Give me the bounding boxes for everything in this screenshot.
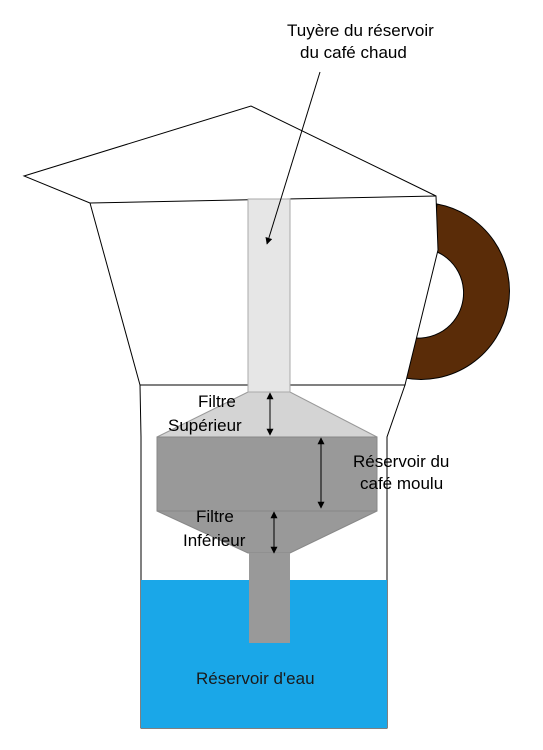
hot-coffee-nozzle <box>247 198 291 393</box>
upper-chamber <box>22 105 439 386</box>
ground-coffee-label-line1: Réservoir du <box>353 452 449 471</box>
lower-filter-label-line1: Filtre <box>196 507 234 526</box>
lower-filter-label-line2: Inférieur <box>183 531 246 550</box>
ground-coffee-label-line2: café moulu <box>360 474 443 493</box>
nozzle-label-line1: Tuyère du réservoir <box>287 21 434 40</box>
upper-filter-label-line1: Filtre <box>198 392 236 411</box>
funnel-tube <box>249 553 290 643</box>
nozzle-label-line2: du café chaud <box>300 43 407 62</box>
water-tank-label: Réservoir d'eau <box>196 669 315 688</box>
ground-coffee-reservoir <box>156 436 378 512</box>
upper-filter-label-line2: Supérieur <box>168 416 242 435</box>
pot-handle <box>404 203 510 380</box>
nozzle-pointer-arrow <box>265 71 321 245</box>
